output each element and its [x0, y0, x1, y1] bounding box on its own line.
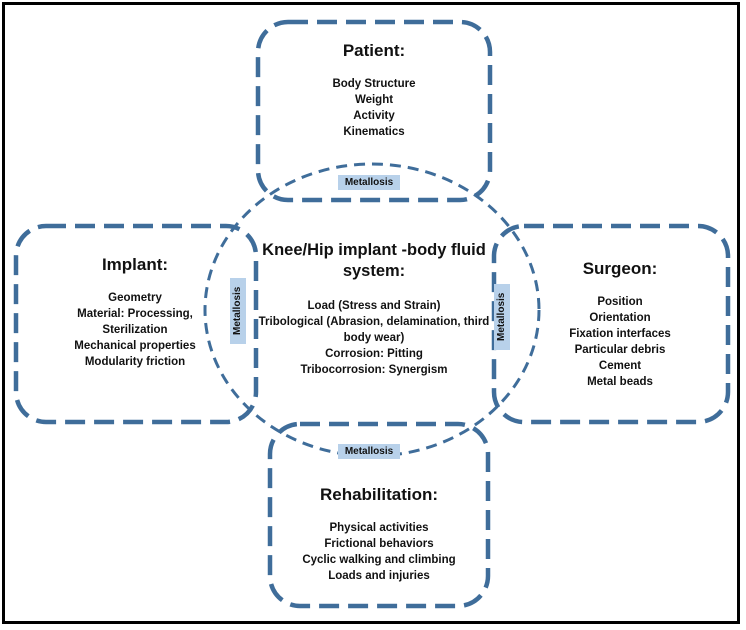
implant-box: Implant: Geometry Material: Processing, …	[60, 254, 210, 370]
list-item: Cement	[598, 360, 642, 372]
surgeon-list: Position Orientation Fixation interfaces…	[545, 294, 695, 390]
list-item: Modularity friction	[84, 356, 186, 368]
metallosis-tag-bottom: Metallosis	[338, 444, 400, 459]
list-item: Kinematics	[343, 126, 405, 138]
center-title: Knee/Hip implant -body fluid system:	[262, 241, 486, 280]
list-item: Tribocorrosion: Synergism	[300, 364, 448, 376]
patient-list: Body Structure Weight Activity Kinematic…	[268, 76, 480, 140]
rehabilitation-box: Rehabilitation: Physical activities Fric…	[286, 484, 472, 584]
list-item: Loads and injuries	[328, 570, 430, 582]
patient-box-outline	[255, 19, 493, 203]
surgeon-title: Surgeon:	[582, 259, 658, 278]
list-item: Metal beads	[587, 376, 653, 388]
surgeon-box: Surgeon: Position Orientation Fixation i…	[545, 258, 695, 390]
list-item: Geometry	[108, 292, 162, 304]
list-item: Cyclic walking and climbing	[302, 554, 456, 566]
list-item: Activity	[353, 110, 395, 122]
implant-title: Implant:	[101, 255, 169, 274]
list-item: Frictional behaviors	[324, 538, 434, 550]
list-item: Orientation	[589, 312, 651, 324]
figure-border	[2, 2, 740, 624]
list-item: Tribological (Abrasion, delamination, th…	[258, 316, 490, 344]
metallosis-tag-left: Metallosis	[230, 278, 246, 344]
center-circle-outline	[203, 162, 541, 458]
list-item: Body Structure	[332, 78, 416, 90]
rehabilitation-list: Physical activities Frictional behaviors…	[286, 520, 472, 584]
list-item: Mechanical properties	[74, 340, 196, 352]
implant-box-outline	[13, 223, 259, 425]
center-list: Load (Stress and Strain) Tribological (A…	[256, 298, 492, 378]
list-item: Material: Processing, Sterilization	[77, 308, 193, 336]
list-item: Weight	[354, 94, 394, 106]
list-item: Corrosion: Pitting	[325, 348, 423, 360]
metallosis-tag-right: Metallosis	[494, 284, 510, 350]
list-item: Physical activities	[329, 522, 429, 534]
metallosis-tag-top: Metallosis	[338, 175, 400, 190]
implant-list: Geometry Material: Processing, Steriliza…	[60, 290, 210, 370]
patient-box: Patient: Body Structure Weight Activity …	[268, 40, 480, 140]
patient-title: Patient:	[342, 41, 406, 60]
rehabilitation-title: Rehabilitation:	[319, 485, 439, 504]
list-item: Particular debris	[574, 344, 666, 356]
center-box: Knee/Hip implant -body fluid system: Loa…	[256, 240, 492, 378]
list-item: Fixation interfaces	[569, 328, 671, 340]
list-item: Load (Stress and Strain)	[307, 300, 441, 312]
surgeon-box-outline	[491, 223, 731, 425]
rehabilitation-box-outline	[267, 421, 491, 609]
list-item: Position	[597, 296, 643, 308]
